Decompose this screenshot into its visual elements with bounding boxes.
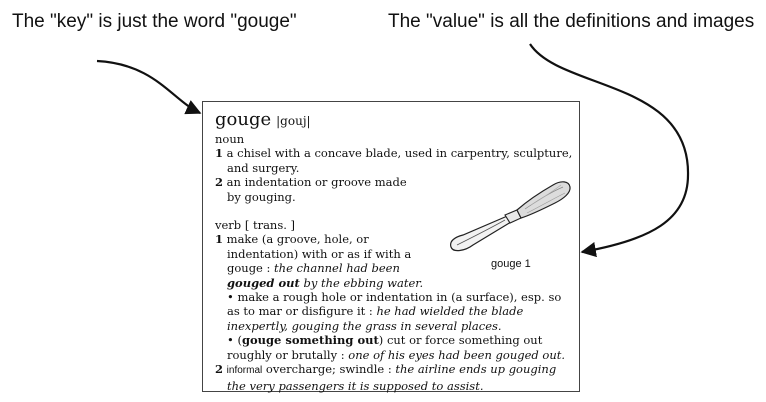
pos-noun: noun: [215, 132, 245, 146]
gouge-chisel-icon: [450, 181, 571, 252]
verb-sense-1-sub-2: • (gouge something out) cut or force som…: [227, 333, 566, 362]
noun-sense-2: 2 an indentation or groove made by gougi…: [215, 175, 407, 204]
pos-verb: verb [ trans. ]: [215, 218, 296, 233]
key-caption: The "key" is just the word "gouge": [12, 11, 297, 32]
verb-sense-1: 1 make (a groove, hole, or indentation) …: [215, 232, 424, 290]
pronunciation: |gouj|: [276, 114, 311, 128]
value-caption: The "value" is all the definitions and i…: [388, 11, 755, 32]
verb-sense-2: 2 informal overcharge; swindle : the air…: [215, 362, 557, 393]
noun-sense-1: 1 a chisel with a concave blade, used in…: [215, 146, 573, 175]
gouge-tool-illustration: [443, 165, 578, 275]
key-arrow: [96, 59, 202, 115]
headword: gouge: [215, 109, 272, 130]
dictionary-entry: gouge |gouj| noun 1 a chisel with a conca…: [202, 101, 580, 393]
verb-sense-1-sub-1: • make a rough hole or indentation in (a…: [227, 290, 562, 333]
image-caption: gouge 1: [491, 258, 531, 270]
